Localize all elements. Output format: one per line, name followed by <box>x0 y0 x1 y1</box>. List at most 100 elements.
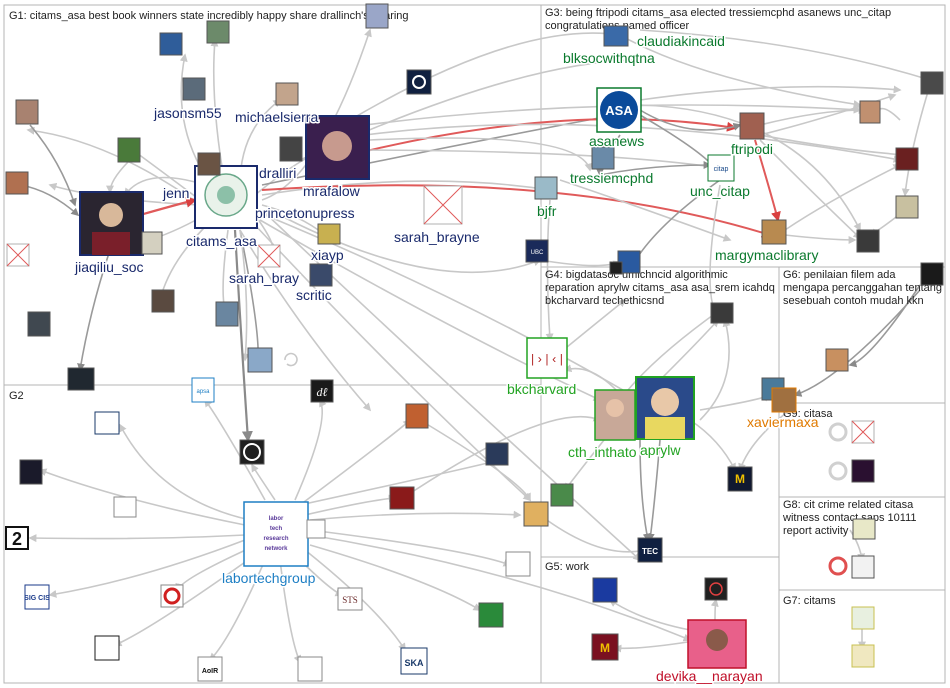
node-tile-avatar[interactable] <box>851 555 875 579</box>
node-tile-avatar[interactable] <box>27 311 51 337</box>
node-tile-avatar[interactable] <box>365 3 389 29</box>
label-jiaqiliu_soc[interactable]: jiaqiliu_soc <box>73 258 145 277</box>
node-tile-avatar[interactable] <box>704 577 728 601</box>
node-tile-avatar[interactable] <box>19 459 43 485</box>
label-bjfr[interactable]: bjfr <box>536 202 559 221</box>
node-bkcharvard[interactable]: |›|‹| <box>526 337 568 379</box>
node-tile-avatar[interactable] <box>113 496 137 518</box>
node-tile-avatar[interactable] <box>5 171 29 195</box>
node-tile-tressiemcphd[interactable] <box>591 146 615 170</box>
node-broken-g9[interactable] <box>851 420 875 444</box>
node-tile-avatar[interactable] <box>851 644 875 668</box>
label-xaviermaxa[interactable]: xaviermaxa <box>746 413 821 432</box>
node-tile-avatar[interactable] <box>550 483 574 507</box>
label-michaelsierra[interactable]: michaelsierra <box>234 108 320 127</box>
node-jiaqiliu_soc[interactable] <box>79 191 144 256</box>
node-tile-jenn[interactable] <box>197 152 221 176</box>
node-tile-avatar[interactable] <box>485 442 509 466</box>
node-tile-avatar[interactable] <box>920 71 944 95</box>
node-mrafalow[interactable] <box>305 115 370 180</box>
node-tile-sigcis[interactable] <box>24 584 50 610</box>
node-tile-avatar[interactable] <box>215 301 239 327</box>
label-unc_citap[interactable]: unc_citap <box>689 182 752 201</box>
node-tile-sts[interactable] <box>337 587 363 611</box>
label-princetonupress[interactable]: princetonupress <box>254 204 357 223</box>
node-tile-ncid[interactable] <box>727 466 753 492</box>
node-tile-avatar[interactable] <box>851 606 875 630</box>
label-mrafalow[interactable]: mrafalow <box>302 182 363 201</box>
node-tile-avatar[interactable] <box>591 633 619 661</box>
node-tile-avatar[interactable] <box>94 635 120 661</box>
label-bkcharvard[interactable]: bkcharvard <box>506 380 578 399</box>
node-tile-avatar[interactable] <box>478 602 504 628</box>
node-tile-avatar[interactable] <box>895 195 919 219</box>
label-citams_asa[interactable]: citams_asa <box>185 232 259 251</box>
node-devika__narayan[interactable] <box>687 619 747 669</box>
node-tile-avatar[interactable] <box>405 403 429 429</box>
node-tile-avatar[interactable] <box>859 100 881 124</box>
node-tile-avatar[interactable] <box>67 367 95 391</box>
node-tile-avatar[interactable] <box>920 262 944 286</box>
node-tile-blksocwithqtna[interactable] <box>603 25 629 47</box>
node-tile-xaviermaxa[interactable] <box>771 387 797 413</box>
node-tile-xiayp[interactable] <box>317 223 341 245</box>
node-tile-avatar[interactable] <box>306 519 326 539</box>
node-tile-ftripodi[interactable] <box>739 112 765 140</box>
node-tile-avatar[interactable] <box>94 411 120 435</box>
node-tile-avatar[interactable] <box>825 348 849 372</box>
node-tile-avatar[interactable] <box>852 518 876 540</box>
node-tile-avatar[interactable] <box>151 289 175 313</box>
node-tile-jasonsm55[interactable] <box>182 77 206 101</box>
node-tile-bjfr[interactable] <box>534 176 558 200</box>
node-citams_asa[interactable] <box>194 165 258 229</box>
label-tressiemcphd[interactable]: tressiemcphd <box>569 169 655 188</box>
node-tile-aoir[interactable] <box>197 656 223 682</box>
node-tile-unc_citap[interactable] <box>707 154 735 182</box>
node-labortechgroup[interactable]: labor tech research network <box>243 501 309 567</box>
label-aprylw[interactable]: aprylw <box>639 441 683 460</box>
node-tile-apsa[interactable] <box>191 377 215 403</box>
label-claudiakincaid[interactable]: claudiakincaid <box>636 32 727 51</box>
label-cth_inthat[interactable]: cth_inthato <box>567 443 639 462</box>
node-sarah_bray[interactable] <box>257 244 281 268</box>
label-scritic[interactable]: scritic <box>295 286 334 305</box>
node-tile-avatar[interactable] <box>895 147 919 171</box>
label-ftripodi[interactable]: ftripodi <box>730 140 775 159</box>
node-tile-avatar[interactable] <box>389 486 415 510</box>
node-cth_inthat[interactable] <box>594 389 636 441</box>
label-asanews[interactable]: asanews <box>588 132 646 151</box>
node-tile-ska[interactable] <box>400 647 428 675</box>
node-sarah_brayne[interactable] <box>423 185 463 225</box>
node-tile-avatar[interactable] <box>710 302 734 324</box>
label-xiayp[interactable]: xiayp <box>310 246 346 265</box>
node-tile-dl[interactable] <box>310 379 334 403</box>
node-tile-avatar[interactable] <box>15 99 39 125</box>
node-tile-avatar[interactable] <box>141 231 163 255</box>
node-aprylw[interactable] <box>635 376 695 440</box>
node-tile-two1[interactable] <box>5 526 29 550</box>
node-tile-avatar[interactable] <box>505 551 531 577</box>
node-tile-avatar[interactable] <box>523 501 549 527</box>
node-tile-avatar[interactable] <box>159 32 183 56</box>
label-blksocwithqtna[interactable]: blksocwithqtna <box>562 49 657 68</box>
node-tile-avatar[interactable] <box>117 137 141 163</box>
node-tile-tec[interactable] <box>637 537 663 563</box>
label-margymaclibrary[interactable]: margymaclibrary <box>714 246 820 265</box>
node-asanews[interactable]: ASA <box>596 87 642 133</box>
node-tile-avatar[interactable] <box>406 69 432 95</box>
node-tile-avatar[interactable] <box>297 656 323 682</box>
label-devika__narayan[interactable]: devika__narayan <box>655 667 765 686</box>
label-jenn[interactable]: jenn <box>161 184 191 203</box>
node-tile-margymaclibrary[interactable] <box>761 219 787 245</box>
label-dralli[interactable]: dralliri <box>258 164 298 183</box>
node-tile-michaelsierra[interactable] <box>275 82 299 106</box>
label-labortechgroup[interactable]: labortechgroup <box>221 569 318 588</box>
node-tile-avatar[interactable] <box>851 459 875 483</box>
node-tile-scritic[interactable] <box>309 263 333 287</box>
node-tile-avatar[interactable] <box>206 20 230 44</box>
node-tile-avatar[interactable] <box>856 229 880 253</box>
label-sarah_bray[interactable]: sarah_bray <box>228 269 301 288</box>
node-tile-ubc[interactable] <box>525 239 549 263</box>
node-tile-avatar[interactable] <box>609 261 623 275</box>
node-tile-avatar[interactable] <box>592 577 618 603</box>
